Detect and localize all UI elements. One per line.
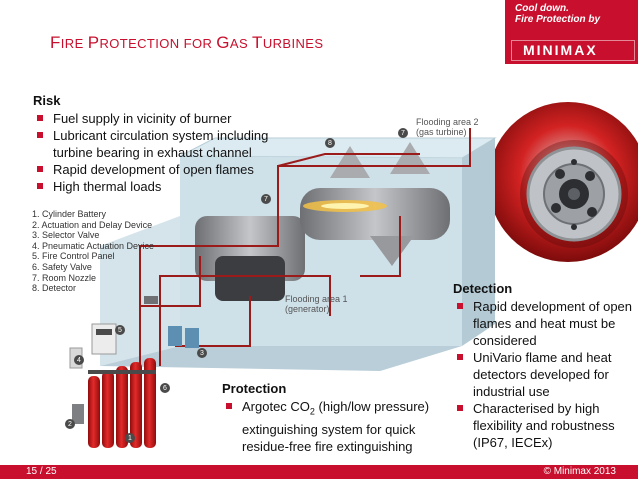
component-item: 3. Selector Valve: [32, 230, 100, 241]
flooding-area-1-label: Flooding area 1 (generator): [285, 294, 348, 314]
detection-item-text: Rapid development of open flames and hea…: [473, 299, 633, 348]
fire-control-panel: [69, 296, 199, 369]
detection-list: Rapid development of open flames and hea…: [453, 298, 635, 451]
risk-item: Rapid development of open flames: [33, 161, 283, 178]
marker-7: 7: [261, 194, 271, 204]
gas-turbine-diagram: 1 2 3 4 5 6 7 8 7: [65, 102, 638, 448]
risk-list: Fuel supply in vicinity of burner Lubric…: [33, 110, 283, 195]
component-item: 1. Cylinder Battery: [32, 209, 107, 219]
component-item: 4. Pneumatic Actuation Device: [32, 240, 155, 251]
component-item: 2. Actuation and Delay Device: [32, 219, 153, 230]
title-bar: [0, 24, 505, 70]
detection-item: Characterised by high flexibility and ro…: [453, 400, 635, 451]
bullet-icon: [37, 115, 43, 121]
risk-item: Fuel supply in vicinity of burner: [33, 110, 283, 127]
generator-turbine-body: [195, 142, 450, 301]
title-part: IRE: [60, 36, 88, 51]
marker-7b-label: 7: [401, 130, 405, 137]
flame-detector-image: [488, 102, 638, 262]
bullet-icon: [37, 166, 43, 172]
cylinder-battery: [72, 358, 156, 448]
bullet-icon: [457, 405, 463, 411]
bullet-icon: [457, 354, 463, 360]
protection-item: Argotec CO2 (high/low pressure) extingui…: [222, 398, 452, 455]
marker-5: 5: [115, 325, 125, 335]
risk-item: Lubricant circulation system including t…: [33, 127, 283, 161]
marker-7b: 7: [398, 128, 408, 138]
title-part: AS: [229, 36, 253, 51]
flooding-area-1-name: Flooding area 1: [285, 294, 348, 304]
risk-item: High thermal loads: [33, 178, 283, 195]
bullet-icon: [37, 132, 43, 138]
protection-subscript: 2: [309, 406, 315, 417]
protection-text: (high/low pressure) extinguishing system…: [242, 399, 430, 454]
brand-tagline: Cool down. Fire Protection by: [515, 3, 600, 25]
title-part: F: [50, 33, 61, 52]
component-item: 6. Safety Valve: [32, 261, 92, 272]
component-item: 8. Detector: [32, 283, 77, 294]
protection-heading: Protection: [222, 381, 287, 396]
marker-2: 2: [65, 419, 75, 429]
flooding-area-2-desc: (gas turbine): [416, 127, 467, 137]
detection-item: UniVario flame and heat detectors develo…: [453, 349, 635, 400]
tagline-line-2: Fire Protection by: [515, 14, 601, 25]
detection-item: Rapid development of open flames and hea…: [453, 298, 635, 349]
logo-frame: [511, 40, 635, 61]
marker-3: 3: [197, 348, 207, 358]
risk-item-text: Fuel supply in vicinity of burner: [53, 111, 232, 126]
marker-4-label: 4: [77, 357, 81, 364]
brand-logo: MINIMAX: [523, 42, 598, 58]
marker-3-label: 3: [200, 350, 204, 357]
flooding-area-2-name: Flooding area 2: [416, 117, 479, 127]
bullet-icon: [37, 183, 43, 189]
bullet-icon: [226, 403, 232, 409]
tagline-line-1: Cool down.: [515, 3, 569, 14]
copyright: © Minimax 2013: [543, 466, 616, 477]
marker-4: 4: [74, 355, 84, 365]
marker-8-label: 8: [328, 140, 332, 147]
component-item: 5. Fire Control Panel: [32, 251, 115, 262]
detection-heading: Detection: [453, 281, 513, 296]
title-part: G: [216, 33, 230, 52]
detection-item-text: UniVario flame and heat detectors develo…: [473, 350, 612, 399]
marker-1: 1: [125, 433, 135, 443]
title-part: P: [87, 33, 100, 52]
title-part: URBINES: [262, 36, 324, 51]
risk-item-text: High thermal loads: [53, 179, 162, 194]
flooding-area-2-label: Flooding area 2 (gas turbine): [416, 117, 479, 137]
brand-banner: Cool down. Fire Protection by MINIMAX: [505, 0, 638, 64]
title-part: T: [252, 33, 263, 52]
bullet-icon: [457, 303, 463, 309]
marker-6-label: 6: [163, 385, 167, 392]
footer-bar: 15 / 25 © Minimax 2013: [0, 465, 638, 479]
flooding-area-1-desc: (generator): [285, 304, 330, 314]
marker-8: 8: [325, 138, 335, 148]
risk-item-text: Rapid development of open flames: [53, 162, 254, 177]
page-title: FIRE PROTECTION FOR GAS TURBINES: [50, 33, 323, 53]
component-list: 1. Cylinder Battery 2. Actuation and Del…: [32, 209, 154, 294]
risk-heading: Risk: [33, 93, 61, 108]
protection-list: Argotec CO2 (high/low pressure) extingui…: [222, 398, 452, 455]
risk-item-text: Lubricant circulation system including t…: [53, 128, 269, 160]
protection-text: Argotec CO: [242, 399, 310, 414]
title-part: ROTECTION FOR: [99, 36, 217, 51]
marker-5-label: 5: [118, 327, 122, 334]
number-markers: 1 2 3 4 5 6 7 8: [65, 138, 335, 443]
pipe-network: [139, 128, 471, 366]
page-number: 15 / 25: [26, 466, 57, 477]
marker-7-label: 7: [264, 196, 268, 203]
marker-1-label: 1: [128, 435, 132, 442]
marker-2-label: 2: [68, 421, 72, 428]
detection-item-text: Characterised by high flexibility and ro…: [473, 401, 615, 450]
component-item: 7. Room Nozzle: [32, 272, 97, 283]
marker-6: 6: [160, 383, 170, 393]
